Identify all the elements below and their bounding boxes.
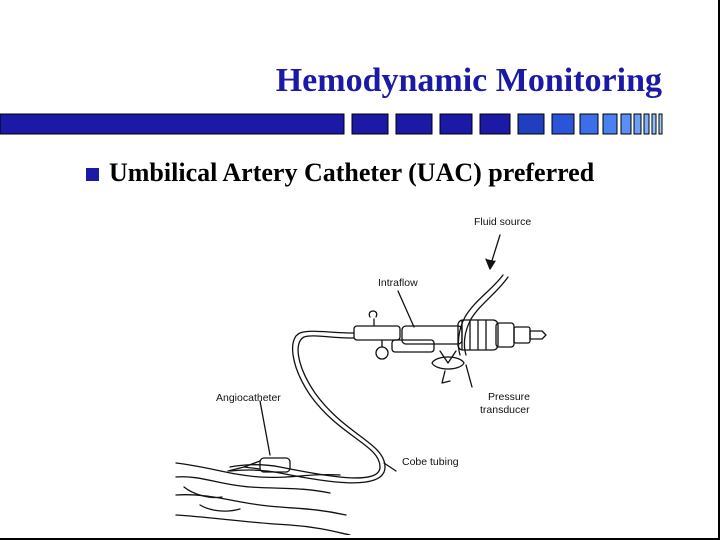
label-transducer: transducer	[480, 404, 530, 416]
label-angiocatheter: Angiocatheter	[216, 392, 281, 404]
title-underline-bar	[0, 113, 663, 135]
label-pressure: Pressure	[488, 391, 530, 403]
bullet-square-icon	[86, 167, 99, 181]
bullet-item: Umbilical Artery Catheter (UAC) preferre…	[86, 158, 594, 188]
infant-skin	[175, 462, 341, 479]
label-cobe-tubing: Cobe tubing	[402, 456, 459, 468]
label-intraflow: Intraflow	[378, 277, 418, 289]
cobe-tubing	[229, 330, 381, 479]
angiocatheter-hub	[259, 457, 291, 473]
uac-setup-diagram: Fluid source Intraflow Angiocatheter Pre…	[175, 216, 547, 535]
intraflow-body	[401, 325, 463, 345]
slide-title: Hemodynamic Monitoring	[275, 62, 662, 99]
bullet-text: Umbilical Artery Catheter (UAC) preferre…	[109, 158, 595, 187]
label-fluid-source: Fluid source	[474, 216, 531, 228]
